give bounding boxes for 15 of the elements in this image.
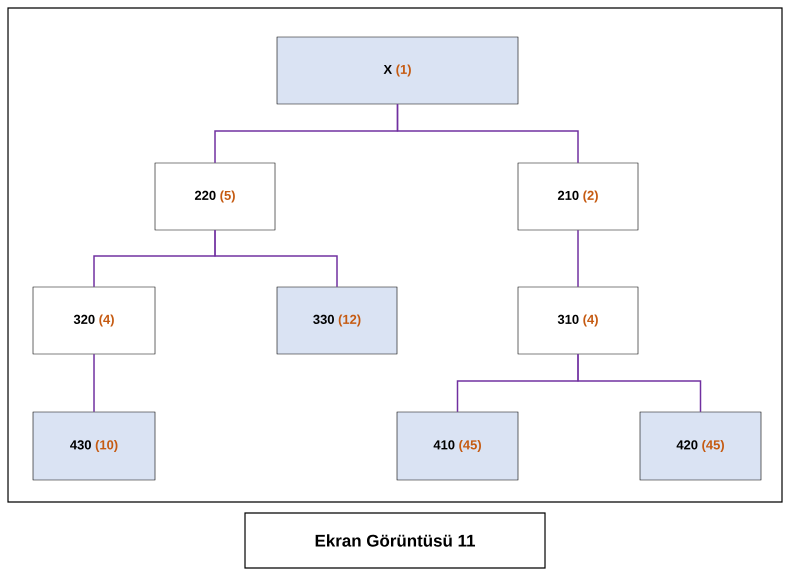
connector-line bbox=[214, 230, 338, 287]
tree-node-box: 310 (4) bbox=[518, 286, 638, 354]
tree-node-box: 420 (45) bbox=[640, 412, 762, 480]
tree-node-box: 320 (4) bbox=[32, 286, 156, 354]
connector-line bbox=[577, 230, 579, 287]
tree-node-box: X (1) bbox=[276, 36, 518, 104]
tree-node-box: 410 (45) bbox=[396, 412, 518, 480]
tree-node-box: 210 (2) bbox=[518, 162, 638, 230]
connector-line bbox=[93, 354, 95, 412]
tree-node-box: 220 (5) bbox=[154, 162, 276, 230]
tree-node-box: 430 (10) bbox=[32, 412, 156, 480]
caption-box: Ekran Görüntüsü 11 bbox=[244, 512, 546, 569]
connector-line bbox=[577, 354, 702, 412]
connector-line bbox=[396, 104, 579, 163]
tree-node-box: 330 (12) bbox=[276, 286, 398, 354]
